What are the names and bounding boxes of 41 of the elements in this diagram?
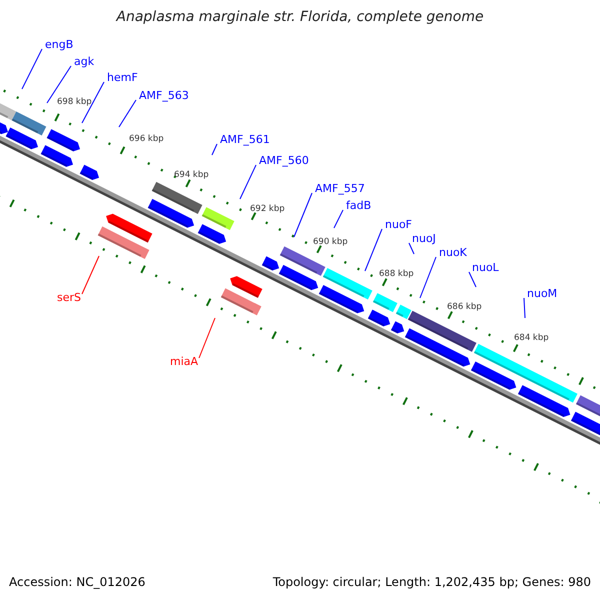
scale-label: 694 kbp [174,170,209,181]
gene-label: nuoL [472,261,499,274]
scale-label: 688 kbp [379,269,414,280]
leader-line [524,298,526,318]
leader-line [82,256,100,294]
map-title: Anaplasma marginale str. Florida, complete genome [114,9,485,25]
gene-label: nuoJ [412,232,436,245]
scale-label: 684 kbp [514,333,549,344]
leader-line [334,210,344,228]
leader-line [468,272,476,288]
gene-label: fadB [346,199,372,212]
leader-line [22,48,42,90]
leader-line [420,256,436,298]
scale-label: 690 kbp [313,237,348,248]
gene-label: nuoK [439,246,467,259]
gene-label: agk [74,55,94,68]
leader-line [364,228,382,272]
gene-label: AMF_557 [315,182,365,195]
leader-line [46,66,72,104]
scale-label: 686 kbp [447,302,482,313]
leader-line [82,82,104,124]
scale-label: 698 kbp [57,97,92,108]
gene-label: AMF_561 [220,133,270,146]
leader-line [294,192,312,238]
gene-label: nuoF [385,218,412,231]
gene-label: nuoM [527,287,558,300]
leader-line [212,144,218,156]
gene-label: hemF [107,71,138,84]
footer-text: Topology: circular; Length: 1,202,435 bp; Genes: 980 [272,575,591,589]
gene-label: AMF_560 [259,154,309,167]
leader-line [240,164,256,200]
scale-label: 696 kbp [129,134,164,145]
gene-label: serS [57,291,82,304]
leader-line [198,318,216,358]
gene-label: AMF_563 [139,89,189,102]
gene-label: engB [45,38,74,51]
leader-line [118,100,136,128]
gene-label: miaA [170,355,198,368]
leader-line [408,242,414,254]
footer-text: Accession: NC_012026 [9,575,146,589]
scale-label: 692 kbp [250,204,285,215]
